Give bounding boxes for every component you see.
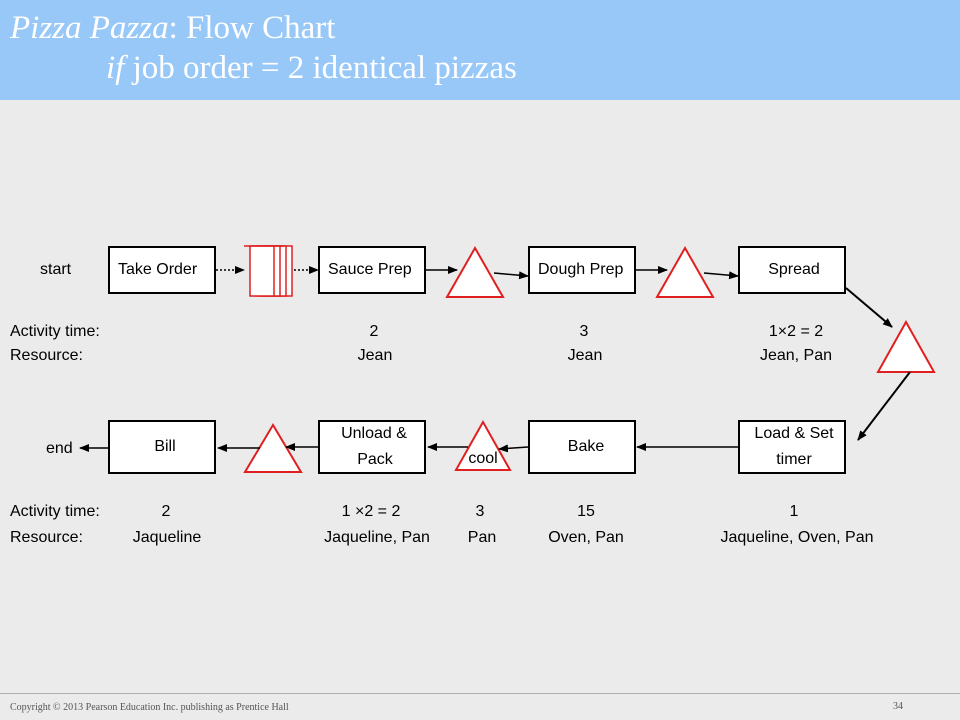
unload-label-line1: Unload &	[341, 425, 407, 442]
unload-time: 1 ×2 = 2	[341, 503, 401, 520]
copyright-notice: Copyright © 2013 Pearson Education Inc. …	[10, 702, 289, 713]
bake-resource: Oven, Pan	[548, 529, 624, 546]
take-order-box	[108, 246, 216, 294]
load-time: 1	[789, 503, 799, 520]
load-resource: Jaqueline, Oven, Pan	[720, 529, 874, 546]
bill-time: 2	[161, 503, 171, 520]
arrow-buffer-load	[857, 371, 911, 441]
dough-resource: Jean	[567, 347, 603, 364]
title-if: if	[106, 50, 125, 86]
sauce-time: 2	[369, 323, 379, 340]
take-order-label: Take Order	[118, 261, 198, 278]
bake-box	[528, 420, 636, 474]
unload-pack-box	[318, 420, 426, 474]
bill-resource: Jaqueline	[132, 529, 202, 546]
buffer-triangle-3	[876, 319, 936, 373]
load-set-timer-box	[738, 420, 846, 474]
end-label: end	[46, 440, 73, 457]
title-brand: Pizza Pazza	[10, 10, 169, 46]
dough-prep-label: Dough Prep	[538, 261, 624, 278]
unload-resource: Jaqueline, Pan	[324, 529, 430, 546]
cool-label: cool	[468, 450, 498, 467]
row1-activity-label: Activity time:	[10, 323, 100, 340]
load-set-label-line2: timer	[776, 451, 812, 468]
sauce-prep-label: Sauce Prep	[328, 261, 412, 278]
cool-triangle	[454, 419, 512, 471]
cool-time: 3	[475, 503, 485, 520]
row1-resource-label: Resource:	[10, 347, 83, 364]
spread-label: Spread	[768, 261, 820, 278]
order-queue	[244, 245, 293, 297]
title-condition: job order = 2 identical pizzas	[124, 50, 517, 86]
arrow-buffer-dough	[493, 271, 529, 280]
sauce-resource: Jean	[357, 347, 393, 364]
row2-activity-label: Activity time:	[10, 503, 100, 520]
spread-box	[738, 246, 846, 294]
start-label: start	[40, 261, 72, 278]
buffer-triangle-2	[655, 245, 715, 298]
bake-time: 15	[577, 503, 595, 520]
arrow-buffer-spread	[703, 271, 739, 280]
dough-time: 3	[579, 323, 589, 340]
footer-divider	[0, 693, 960, 694]
buffer-triangle-1	[445, 245, 505, 298]
load-set-label-line1: Load & Set	[754, 425, 834, 442]
unload-label-line2: Pack	[357, 451, 393, 468]
arrow-bake-cool	[498, 444, 529, 453]
page-number: 34	[893, 701, 903, 712]
cool-resource: Pan	[467, 529, 497, 546]
row2-resource-label: Resource:	[10, 529, 83, 546]
sauce-prep-box	[318, 246, 426, 294]
spread-resource: Jean, Pan	[759, 347, 833, 364]
slide-title: Pizza Pazza: Flow Chart if job order = 2…	[10, 8, 517, 88]
title-banner: Pizza Pazza: Flow Chart if job order = 2…	[0, 0, 960, 100]
dough-prep-box	[528, 246, 636, 294]
arrow-spread-buffer	[845, 287, 893, 328]
bake-label: Bake	[567, 438, 605, 455]
bill-box	[108, 420, 216, 474]
spread-time: 1×2 = 2	[768, 323, 824, 340]
title-suffix: : Flow Chart	[168, 10, 336, 46]
bill-label: Bill	[154, 438, 176, 455]
